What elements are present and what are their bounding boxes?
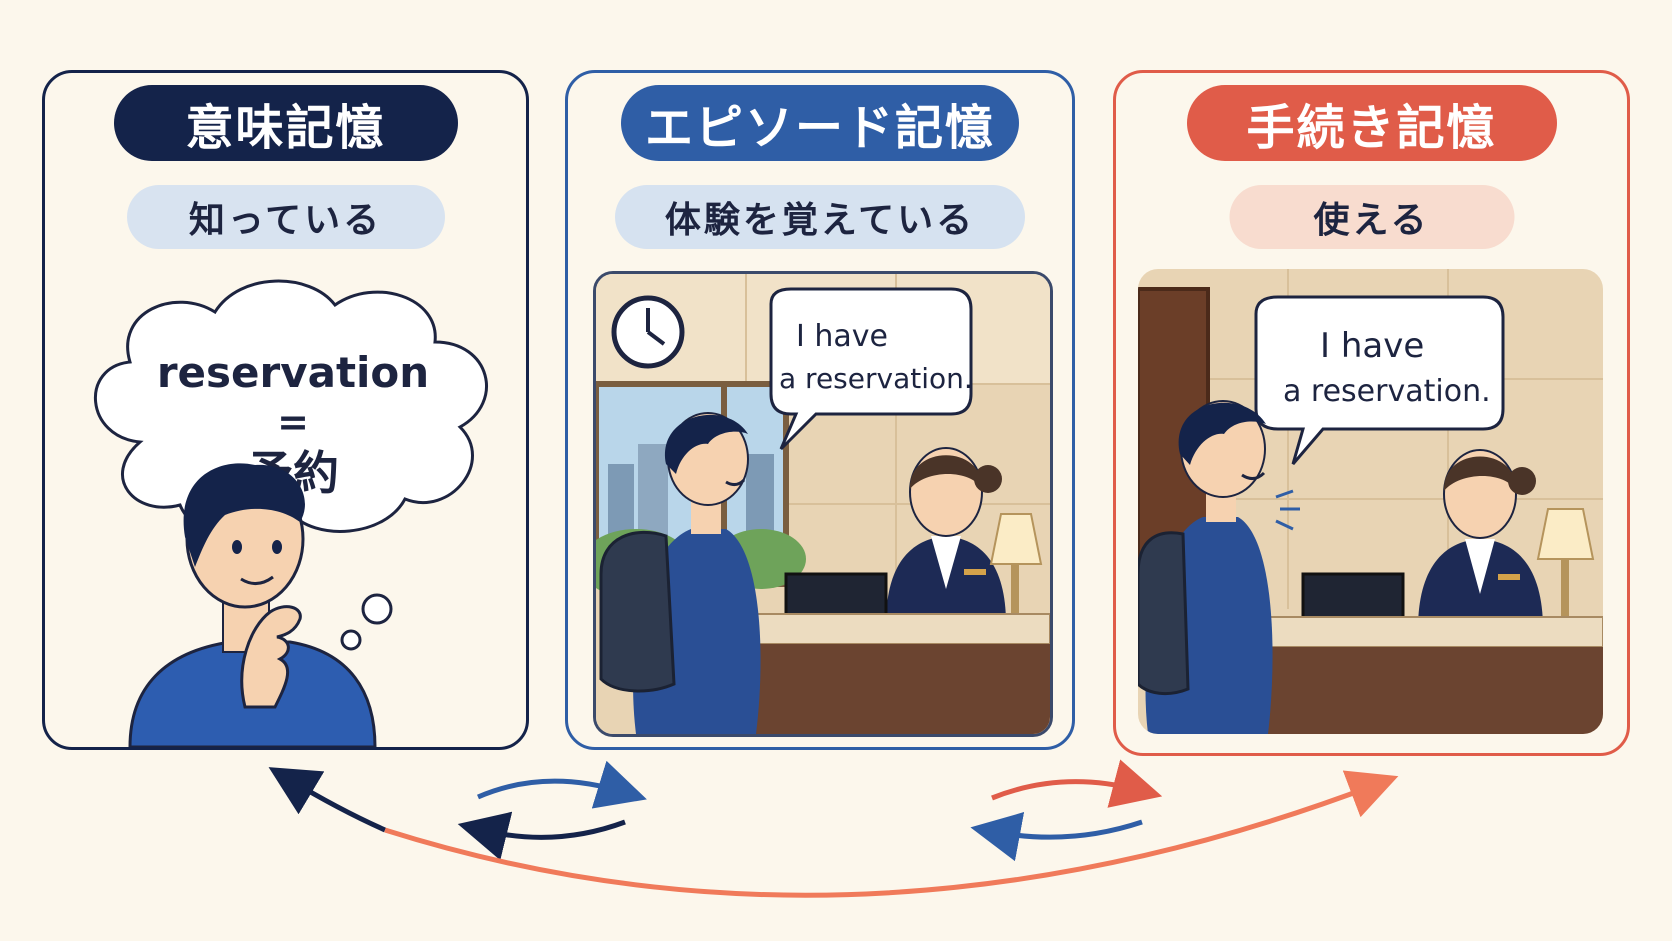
speech-line-1: I have [1320, 326, 1424, 366]
receptionist [1418, 449, 1543, 629]
speech-bubble [769, 287, 973, 451]
backpack-icon [1138, 531, 1190, 696]
clock-icon [611, 295, 685, 369]
semantic-memory-panel: 意味記憶 知っている reservation = 予約 [42, 70, 529, 750]
panel-title: エピソード記憶 [621, 85, 1019, 161]
customer [599, 412, 761, 734]
thinking-person [128, 463, 377, 747]
thought-word: reservation [157, 348, 429, 397]
arrow-episodic-to-semantic [457, 811, 626, 861]
panel-subtitle: 使える [1229, 185, 1514, 249]
procedural-scene-art: I have a reservation. [1138, 269, 1603, 734]
backpack-icon [599, 530, 676, 693]
arrow-semantic-to-episodic [477, 760, 647, 809]
hotel-front-desk-scene: I have a reservation. [593, 271, 1053, 737]
arrow-episodic-to-procedural [991, 759, 1163, 808]
episodic-memory-panel: エピソード記憶 体験を覚えている [565, 70, 1075, 750]
speech-line-1: I have [796, 319, 888, 354]
panel-title: 手続き記憶 [1186, 85, 1557, 161]
thinking-scene: reservation = 予約 [94, 279, 488, 747]
episodic-scene-art: I have a reservation. [596, 274, 1050, 734]
arc-head-to-semantic [268, 767, 387, 833]
speaking-lines [1275, 489, 1300, 531]
panel-title: 意味記憶 [113, 85, 458, 161]
receptionist [886, 447, 1006, 624]
hotel-front-desk-scene: I have a reservation. [1138, 269, 1603, 734]
thought-equals: = [277, 400, 309, 444]
speech-line-2: a reservation. [1283, 374, 1491, 409]
arrow-procedural-to-episodic [970, 812, 1143, 862]
procedural-memory-panel: 手続き記憶 使える I have a reservation. [1113, 70, 1630, 756]
arc-semantic-to-procedural [384, 770, 1399, 898]
customer [1138, 400, 1273, 734]
speech-bubble [1254, 295, 1505, 465]
panel-subtitle: 知っている [126, 185, 445, 249]
speech-line-2: a reservation. [779, 362, 973, 395]
panel-subtitle: 体験を覚えている [615, 185, 1025, 249]
